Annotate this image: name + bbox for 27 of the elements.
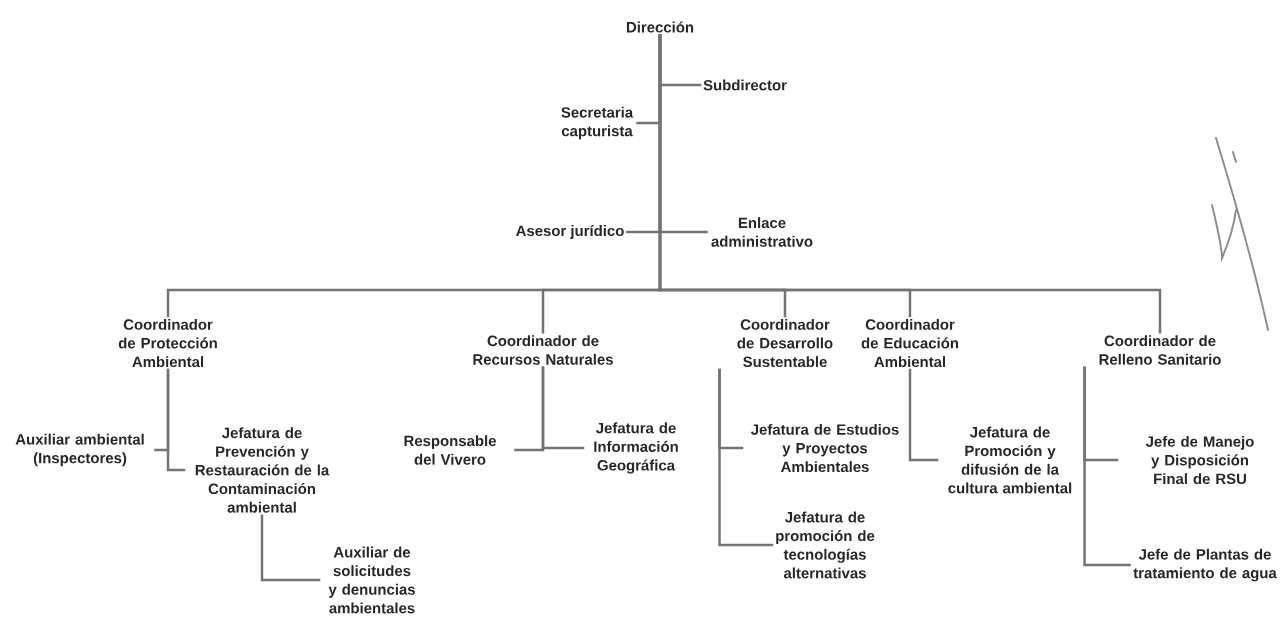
title-label: Dirección <box>626 21 694 33</box>
position-label: Jefe de Manejo y Disposición Final de RSU <box>1145 435 1254 485</box>
position-label: Jefatura de promoción de tecnologías alternativas <box>776 511 875 579</box>
position-label: Subdirector <box>703 79 787 91</box>
position-label: Coordinador de Protección Ambiental <box>118 318 217 368</box>
position-label: Jefatura de Información Geográfica <box>594 422 678 474</box>
position-label: Jefatura de Estudios y Proyectos Ambientales <box>750 423 899 473</box>
connector-line <box>1083 366 1131 567</box>
position-label: Coordinador de Desarrollo Sustentable <box>737 318 833 368</box>
position-label: Coordinador de Recursos Naturales <box>473 335 613 365</box>
connector-line <box>718 368 774 547</box>
position-label: Asesor jurídico <box>516 224 624 239</box>
position-label: Coordinador de Relleno Sanitario <box>1099 335 1221 365</box>
position-label: Jefatura de Prevención y Restauración de la Contaminación ambiental <box>195 427 330 513</box>
position-label: Jefe de Plantas de tratamiento de agua <box>1133 548 1277 582</box>
connector-line <box>908 368 939 462</box>
connector-line <box>658 34 1162 334</box>
connector-line <box>166 368 186 472</box>
position-label: Auxiliar de solicitudes y denuncias ambientales <box>328 546 415 614</box>
position-label: Auxiliar ambiental (Inspectores) <box>15 433 144 467</box>
connector-line <box>260 514 321 582</box>
position-label: Responsable del Vivero <box>404 435 496 465</box>
connector-line <box>541 366 585 450</box>
position-label: Secretaria capturista <box>561 106 634 140</box>
position-label: Coordinador de Educación Ambiental <box>861 318 958 368</box>
position-label: Enlace administrativo <box>711 217 813 247</box>
position-label: Jefatura de Promoción y difusión de la cultura ambiental <box>948 426 1072 494</box>
